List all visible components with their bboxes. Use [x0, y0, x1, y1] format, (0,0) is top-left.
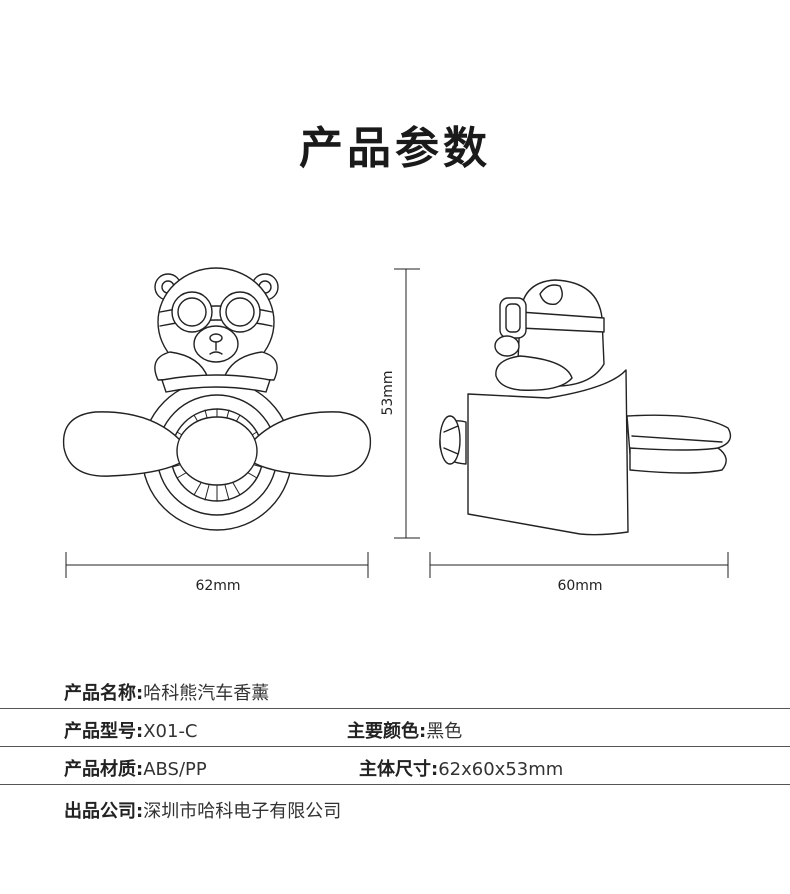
spec-company: 出品公司:深圳市哈科电子有限公司 [64, 797, 341, 823]
spec-value: 62x60x53mm [438, 759, 564, 780]
spec-model: 产品型号:X01-C [64, 717, 198, 743]
spec-label: 主要颜色: [347, 721, 427, 742]
spec-value: ABS/PP [143, 759, 207, 780]
spec-row-company: 出品公司:深圳市哈科电子有限公司 [0, 789, 790, 827]
side-view-illustration [439, 279, 732, 536]
spec-value: 深圳市哈科电子有限公司 [143, 801, 342, 822]
dimension-side-depth-label: 60mm [557, 578, 602, 594]
spec-row-model-color: 产品型号:X01-C 主要颜色:黑色 [0, 709, 790, 747]
spec-label: 产品型号: [64, 721, 144, 742]
spec-label: 产品材质: [64, 759, 144, 780]
spec-color: 主要颜色:黑色 [347, 717, 462, 743]
spec-row-name: 产品名称:哈科熊汽车香薰 [0, 671, 790, 709]
spec-body-size: 主体尺寸:62x60x53mm [359, 755, 563, 781]
spec-value: X01-C [143, 721, 198, 742]
spec-label: 产品名称: [64, 683, 144, 704]
spec-value: 哈科熊汽车香薰 [143, 683, 270, 704]
spec-material: 产品材质:ABS/PP [64, 755, 207, 781]
page-title: 产品参数 [299, 123, 491, 174]
front-view-illustration [62, 267, 372, 531]
spec-row-material-size: 产品材质:ABS/PP 主体尺寸:62x60x53mm [0, 747, 790, 785]
dimension-height-label: 53mm [380, 370, 396, 415]
dimension-front-width-label: 62mm [195, 578, 240, 594]
spec-product-name: 产品名称:哈科熊汽车香薰 [64, 679, 269, 705]
spec-label: 出品公司: [64, 801, 144, 822]
spec-label: 主体尺寸: [359, 759, 439, 780]
spec-value: 黑色 [426, 721, 463, 742]
